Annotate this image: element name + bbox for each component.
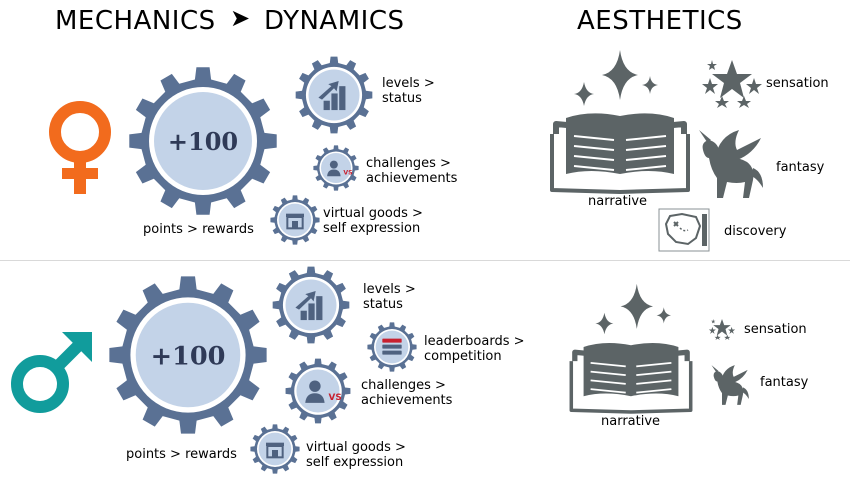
- pegasus-wing: [715, 130, 761, 160]
- book-text-line: [573, 165, 615, 171]
- male-virtual-goods-label-1: virtual goods >: [306, 440, 406, 455]
- male-points-label: points > rewards: [126, 447, 237, 462]
- male-challenges-label-1: challenges >: [361, 378, 446, 393]
- book-text-line: [590, 379, 626, 385]
- female-levels-label-1: levels >: [382, 76, 435, 91]
- book-text-line: [636, 361, 672, 368]
- book-left-leaf: [566, 113, 620, 174]
- male-levels-label-1: levels >: [363, 282, 416, 297]
- pegasus-body: [702, 140, 754, 198]
- male-sparkle-icon: [595, 283, 671, 335]
- female-narrative-label: narrative: [588, 194, 648, 209]
- book-text-line: [590, 388, 626, 394]
- male-store-icon: [266, 442, 284, 459]
- male-virtual-goods-label-2: self expression: [306, 455, 404, 470]
- female-challenges-label-2: achievements: [366, 171, 458, 186]
- male-leaderboards-label-2: competition: [424, 349, 502, 364]
- book-text-line: [625, 165, 667, 171]
- heading-mechanics: MECHANICS: [55, 6, 216, 36]
- book-right-leaf: [620, 113, 674, 174]
- book-text-line: [636, 388, 672, 394]
- pegasus-tail: [751, 168, 763, 188]
- svg-text:VS: VS: [329, 393, 342, 403]
- male-narrative-label: narrative: [601, 414, 661, 429]
- pegasus-wing: [720, 365, 748, 383]
- heading-dynamics: DYNAMICS: [264, 6, 405, 36]
- book-text-line: [573, 145, 615, 151]
- female-discovery-label: discovery: [724, 224, 787, 239]
- female-store-icon: [286, 213, 304, 230]
- section-divider: [0, 260, 850, 261]
- gear-center: [154, 92, 252, 190]
- male-narrative-book-icon: [569, 343, 693, 414]
- svg-text:VS: VS: [343, 169, 352, 176]
- female-points-value: +100: [168, 127, 238, 156]
- female-sensation-label: sensation: [766, 76, 829, 91]
- gear-center: [135, 302, 241, 408]
- female-sensation-stars-icon: [702, 60, 762, 108]
- female-fantasy-label: fantasy: [776, 160, 825, 175]
- heading-arrow-icon: ➤: [230, 4, 251, 32]
- book-text-line: [573, 135, 615, 141]
- male-points-value: +100: [151, 342, 226, 372]
- female-symbol-icon: [49, 101, 111, 194]
- female-discovery-map-icon: [658, 208, 710, 252]
- book-left-leaf: [583, 343, 631, 397]
- male-fantasy-label: fantasy: [760, 375, 809, 390]
- pegasus-horn: [699, 130, 711, 142]
- female-challenges-gear-icon: [313, 145, 359, 191]
- male-fantasy-pegasus-icon: [711, 365, 749, 405]
- book-text-line: [625, 135, 667, 141]
- female-challenges-avatar-icon: VS: [327, 160, 353, 176]
- pegasus-body: [713, 371, 744, 405]
- female-virtual-goods-label-1: virtual goods >: [323, 206, 423, 221]
- male-challenges-avatar-icon: VS: [305, 380, 342, 403]
- book-text-line: [625, 155, 667, 161]
- female-points-label: points > rewards: [143, 222, 254, 237]
- male-sensation-label: sensation: [744, 322, 807, 337]
- female-fantasy-pegasus-icon: [699, 130, 763, 198]
- book-text-line: [625, 145, 667, 151]
- female-levels-chart-icon: [318, 80, 346, 111]
- male-levels-label-2: status: [363, 297, 403, 312]
- book-right-leaf: [631, 343, 679, 397]
- male-challenges-label-2: achievements: [361, 393, 453, 408]
- female-levels-label-2: status: [382, 91, 422, 106]
- female-points-gear-icon: [129, 67, 277, 215]
- book-text-line: [636, 379, 672, 385]
- female-virtual-goods-label-2: self expression: [323, 221, 421, 236]
- female-sparkle-icon: [574, 50, 658, 106]
- female-narrative-book-icon: [550, 113, 690, 194]
- svg-text:+100: +100: [168, 127, 238, 156]
- book-text-line: [590, 370, 626, 376]
- male-levels-chart-icon: [295, 290, 323, 321]
- male-symbol-icon: [11, 332, 92, 413]
- female-challenges-label-1: challenges >: [366, 156, 451, 171]
- male-sensation-stars-icon: [708, 318, 736, 340]
- pegasus-horn: [711, 365, 719, 373]
- book-text-line: [636, 370, 672, 376]
- male-virtual-goods-gear-icon: [250, 424, 300, 474]
- male-leaderboards-label-1: leaderboards >: [424, 334, 525, 349]
- book-text-line: [590, 361, 626, 368]
- pegasus-tail: [741, 387, 749, 399]
- male-leaderboard-icon: [382, 338, 402, 355]
- book-text-line: [573, 155, 615, 161]
- heading-aesthetics: AESTHETICS: [577, 6, 743, 36]
- svg-text:+100: +100: [151, 342, 226, 372]
- male-points-gear-icon: [109, 276, 267, 434]
